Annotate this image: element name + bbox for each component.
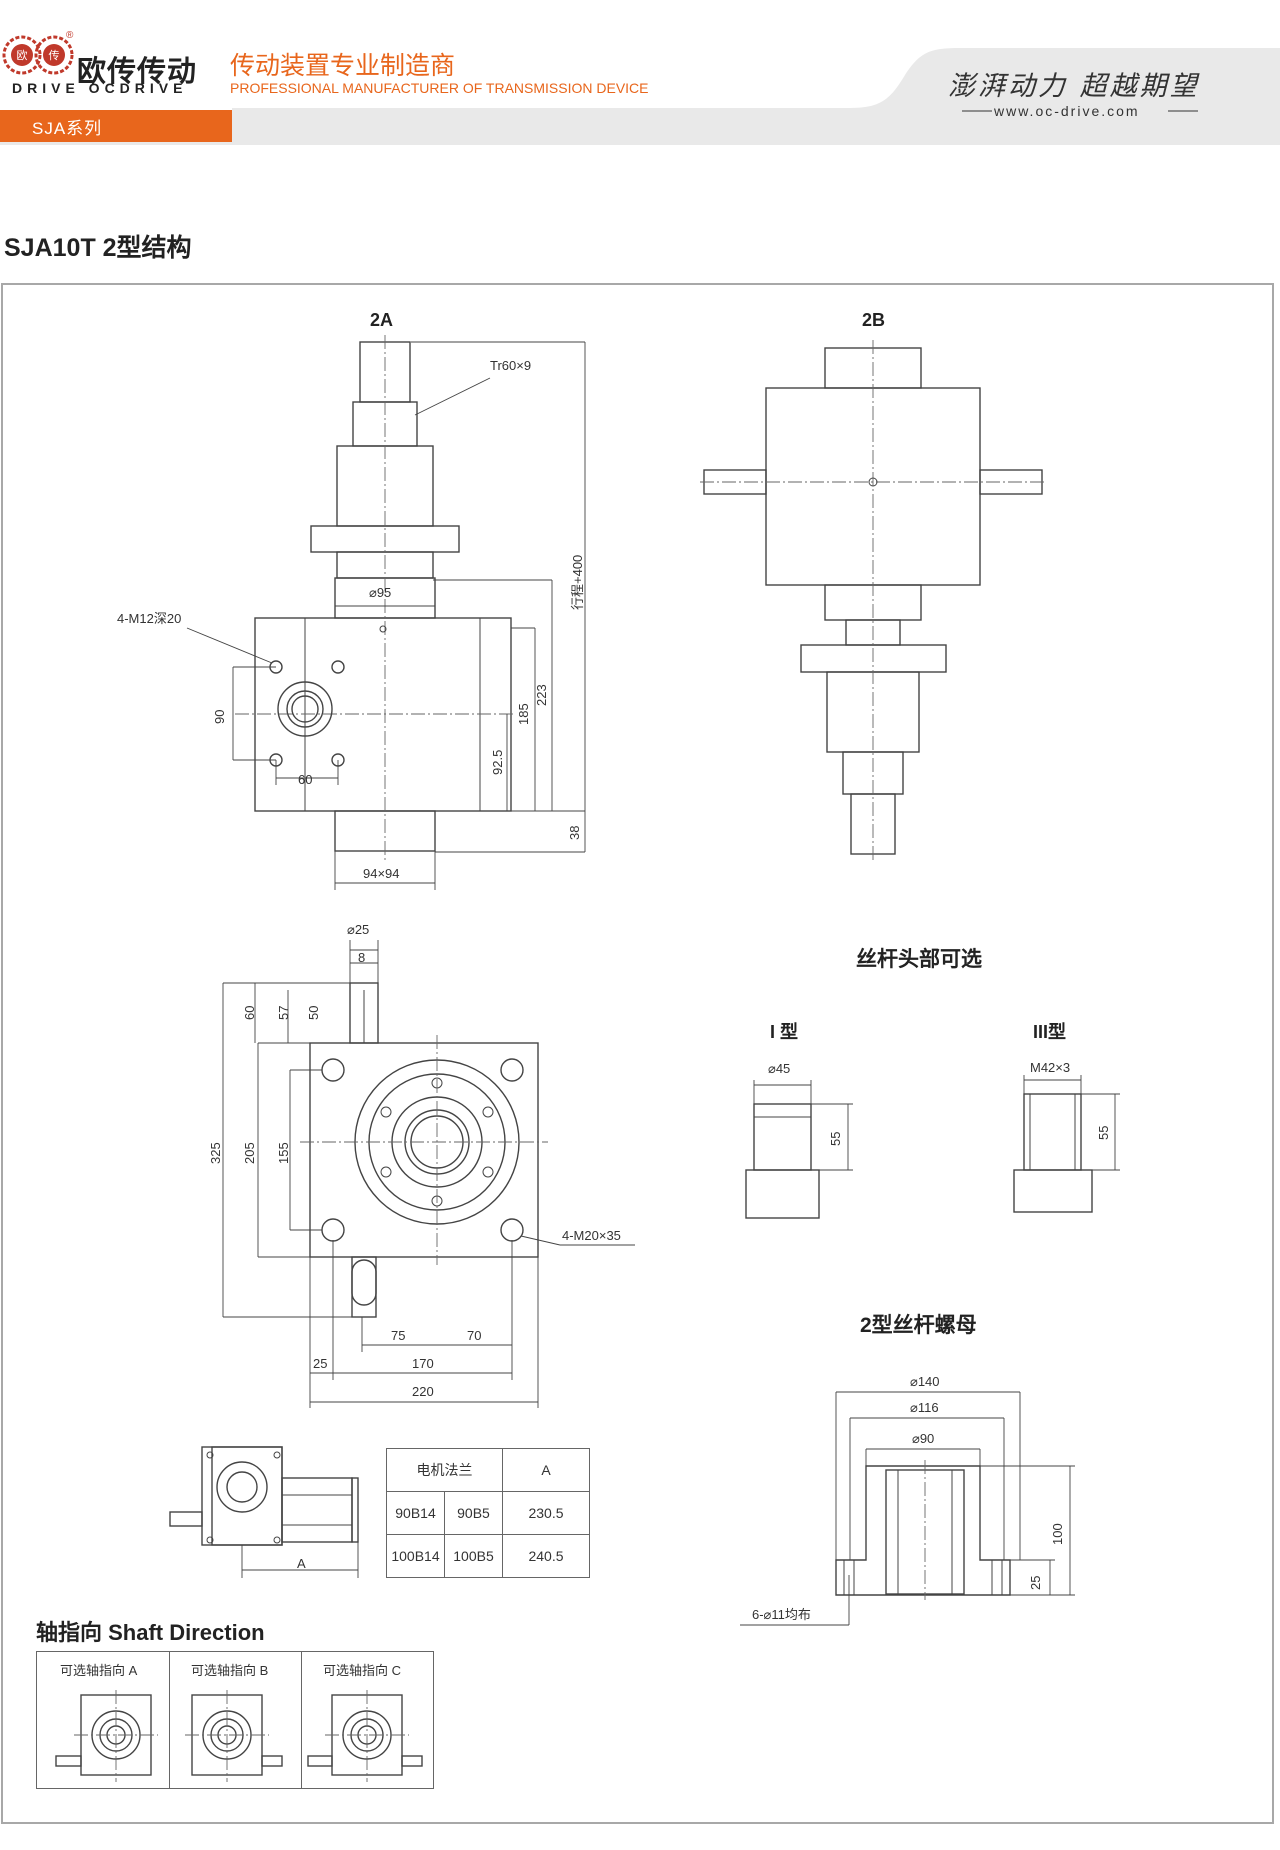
tagline-zh: 传动装置专业制造商	[230, 52, 456, 80]
shaft-direction-divider	[169, 1651, 170, 1789]
hole-label-2a: 4-M12深20	[117, 611, 182, 626]
table-cell-a: 230.5	[502, 1491, 590, 1535]
dim-57: 57	[276, 1005, 291, 1020]
website-link[interactable]: www.oc-drive.com	[994, 103, 1140, 119]
type1-len: 55	[828, 1131, 843, 1146]
dim-223: 223	[534, 684, 549, 706]
nut-drawing	[740, 1391, 1075, 1626]
dim-220: 220	[412, 1384, 434, 1399]
nut-holes: 6-⌀11均布	[752, 1607, 811, 1622]
type3-len: 55	[1096, 1125, 1111, 1140]
dim-50: 50	[306, 1005, 321, 1020]
table-cell-flange-b: 90B5	[444, 1491, 503, 1535]
dim-a: A	[297, 1556, 306, 1571]
dim-90-2a: 90	[212, 709, 227, 724]
dim-shaft-dia: ⌀25	[347, 922, 370, 937]
view-2a-label: 2A	[370, 310, 394, 330]
type1-dia: ⌀45	[768, 1061, 791, 1076]
hole-label-top: 4-M20×35	[562, 1228, 621, 1243]
table-row: 90B14 90B5 230.5	[386, 1491, 590, 1535]
series-tag	[0, 110, 232, 142]
view-2b-drawing	[700, 340, 1045, 860]
dim-94x94: 94×94	[363, 866, 400, 881]
dim-75: 75	[391, 1328, 406, 1343]
logo-badge-left: 欧	[17, 49, 28, 62]
dim-60-top: 60	[242, 1005, 257, 1020]
shaft-direction-table	[36, 1651, 434, 1789]
logo-name-en: DRIVE OCDRIVE	[12, 80, 188, 96]
flange-table: 电机法兰 A 90B14 90B5 230.5 100B14 100B5 240…	[386, 1448, 590, 1578]
table-cell-flange-b: 100B5	[444, 1534, 503, 1578]
thread-label: Tr60×9	[490, 358, 532, 373]
nut-dim-25: 25	[1028, 1575, 1043, 1590]
dim-stroke: 行程+400	[570, 554, 585, 610]
series-label[interactable]: SJA系列	[32, 119, 103, 138]
view-2a-drawing	[186, 335, 586, 890]
dim-155: 155	[276, 1142, 291, 1164]
nut-title: 2型丝杆螺母	[860, 1314, 977, 1337]
top-view-drawing	[222, 940, 635, 1408]
shaft-direction-divider	[301, 1651, 302, 1789]
page-header: 欧 传 ® 欧传传动 DRIVE OCDRIVE 传动装置专业制造商 PROFE…	[0, 0, 1280, 145]
motor-view-drawing	[169, 1446, 359, 1578]
type1-label: I 型	[770, 1022, 799, 1042]
table-cell-flange-a: 100B14	[386, 1534, 445, 1578]
registered-mark: ®	[66, 30, 74, 41]
website-rules	[962, 110, 1198, 112]
table-row: 100B14 100B5 240.5	[386, 1534, 590, 1578]
drawing-frame	[1, 283, 1274, 1824]
dim-key: 8	[358, 950, 366, 965]
type3-label: III型	[1033, 1022, 1067, 1042]
slogan: 澎湃动力 超越期望	[948, 71, 1200, 102]
header-band: 欧 传	[0, 35, 1280, 145]
table-header-flange: 电机法兰	[386, 1448, 503, 1492]
shaft-option-a[interactable]: 可选轴指向 A	[60, 1663, 138, 1678]
nut-dim-90: ⌀90	[912, 1431, 935, 1446]
nut-dim-116: ⌀116	[910, 1400, 939, 1415]
screw-head-type3-drawing	[1013, 1075, 1120, 1213]
table-cell-flange-a: 90B14	[386, 1491, 445, 1535]
logo-name-zh: 欧传传动	[77, 56, 198, 88]
page-title: SJA10T 2型结构	[4, 234, 192, 262]
dim-325: 325	[208, 1142, 223, 1164]
dim-170: 170	[412, 1356, 434, 1371]
dim-92-5: 92.5	[490, 749, 505, 775]
shaft-direction-title: 轴指向 Shaft Direction	[36, 1620, 265, 1645]
view-2b-label: 2B	[862, 310, 886, 330]
dim-25-top: 25	[313, 1356, 328, 1371]
screw-head-type1-drawing	[745, 1080, 853, 1219]
shaft-option-b[interactable]: 可选轴指向 B	[191, 1663, 269, 1678]
nut-dim-100: 100	[1050, 1523, 1065, 1545]
logo-badge-right: 传	[49, 49, 60, 62]
screw-head-title: 丝杆头部可选	[856, 948, 982, 971]
tagline-en: PROFESSIONAL MANUFACTURER OF TRANSMISSIO…	[230, 80, 649, 96]
table-header-a: A	[502, 1448, 590, 1492]
bore-dim: ⌀95	[369, 585, 392, 600]
dim-185: 185	[516, 703, 531, 725]
logo-gear-icon	[2, 35, 74, 75]
nut-dim-140: ⌀140	[910, 1374, 940, 1389]
table-cell-a: 240.5	[502, 1534, 590, 1578]
type3-thread: M42×3	[1030, 1060, 1071, 1075]
dim-60-2a: 60	[298, 772, 313, 787]
table-header-row: 电机法兰 A	[386, 1448, 590, 1492]
dim-38: 38	[567, 825, 582, 840]
dim-205: 205	[242, 1142, 257, 1164]
shaft-option-c[interactable]: 可选轴指向 C	[323, 1663, 402, 1678]
dim-70: 70	[467, 1328, 482, 1343]
shaft-direction-thumbs	[55, 1690, 423, 1782]
